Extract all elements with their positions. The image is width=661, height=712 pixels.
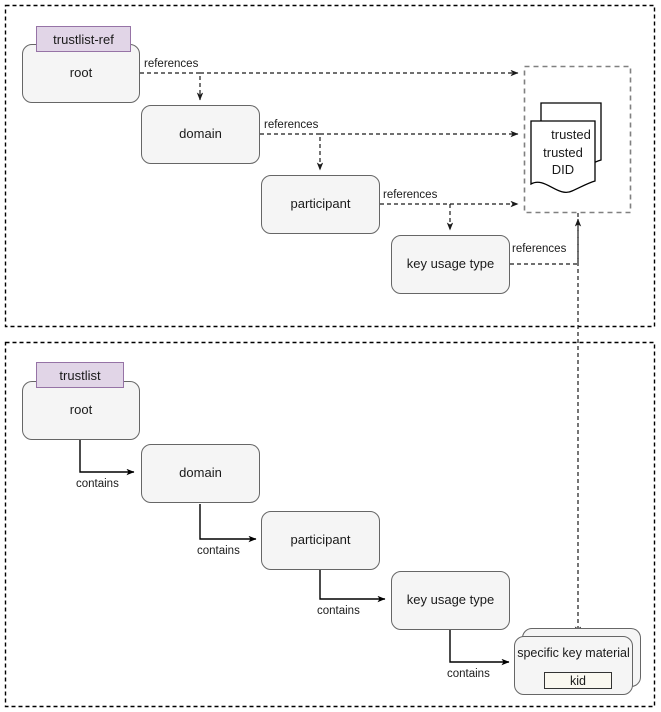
- node-ref-domain-label: domain: [179, 126, 222, 142]
- trusted-back-document-text: trusted: [551, 126, 591, 142]
- edge-label-tl-root-contains: contains: [76, 478, 119, 490]
- edge-tl-participant-to-key-usage-type: [319, 570, 386, 603]
- node-ref-domain[interactable]: domain: [141, 105, 260, 164]
- trusted-did-front-document: [530, 120, 596, 194]
- edge-label-ref-domain-references: references: [264, 119, 319, 131]
- edge-tl-key-usage-type-to-specific-key-material: [449, 630, 510, 666]
- edge-label-ref-participant-references: references: [383, 189, 438, 201]
- edge-ref-key-usage-type-to-trusted-did: [510, 218, 582, 265]
- tag-trustlist-label: trustlist: [59, 367, 101, 383]
- node-tl-key-usage-type-label: key usage type: [406, 592, 495, 608]
- edge-label-tl-key-usage-type-contains: contains: [447, 668, 490, 680]
- reference-group-boundary: [4, 4, 656, 328]
- node-tl-participant-label: participant: [290, 532, 351, 548]
- containment-group-boundary: [4, 341, 656, 708]
- node-ref-participant[interactable]: participant: [261, 175, 380, 234]
- trusted-did-front-document-label: trusted DID: [531, 128, 595, 179]
- node-ref-participant-label: participant: [290, 196, 351, 212]
- node-tl-domain[interactable]: domain: [141, 444, 260, 503]
- kid-badge-label: kid: [570, 673, 586, 688]
- edge-label-tl-participant-contains: contains: [317, 605, 360, 617]
- edge-tl-root-to-domain: [79, 440, 135, 476]
- trusted-did-front-document-text: trusted DID: [543, 144, 583, 177]
- tag-trustlist-ref-label: trustlist-ref: [53, 31, 114, 47]
- node-tl-domain-label: domain: [179, 465, 222, 481]
- node-ref-root[interactable]: root: [22, 44, 140, 103]
- edge-label-ref-key-usage-type-references: references: [512, 243, 567, 255]
- edge-tl-domain-to-participant: [199, 504, 257, 543]
- edge-label-tl-domain-contains: contains: [197, 545, 240, 557]
- node-tl-root-label: root: [69, 402, 93, 418]
- node-tl-participant[interactable]: participant: [261, 511, 380, 570]
- edge-ref-root-to-domain: [140, 72, 204, 101]
- edge-ref-domain-to-participant: [260, 133, 324, 171]
- node-tl-key-usage-type[interactable]: key usage type: [391, 571, 510, 630]
- tag-trustlist-ref[interactable]: trustlist-ref: [36, 26, 131, 52]
- node-ref-key-usage-type-label: key usage type: [406, 256, 495, 272]
- node-ref-root-label: root: [69, 65, 93, 81]
- edge-ref-participant-to-key-usage-type: [380, 203, 454, 231]
- edge-label-ref-root-references: references: [144, 58, 199, 70]
- tag-trustlist[interactable]: trustlist: [36, 362, 124, 388]
- node-tl-root[interactable]: root: [22, 381, 140, 440]
- trusted-back-document-label: trusted: [541, 110, 601, 144]
- kid-badge[interactable]: kid: [544, 672, 612, 689]
- node-ref-key-usage-type[interactable]: key usage type: [391, 235, 510, 294]
- node-tl-specific-key-material-label: specific key material: [517, 646, 630, 660]
